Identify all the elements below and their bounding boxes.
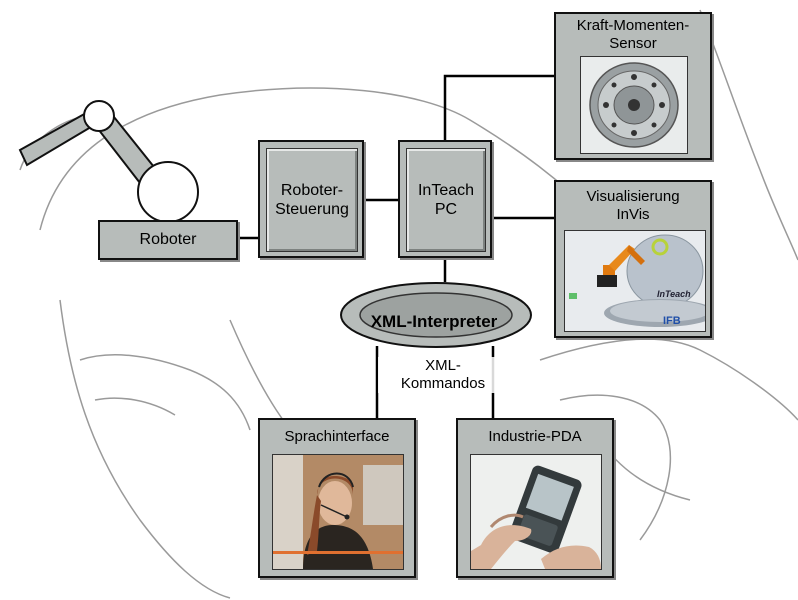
force-sensor-photo — [580, 56, 688, 154]
speech-interface-node: Sprachinterface — [258, 418, 416, 578]
visualization-screenshot: InTeach IFB — [564, 230, 706, 332]
visualization-brand: InTeach — [657, 289, 691, 299]
robot-node: Roboter — [98, 220, 238, 260]
visualization-label: Visualisierung InVis — [586, 188, 680, 223]
visualization-logo: IFB — [663, 315, 681, 327]
robot-drawing — [18, 100, 199, 223]
speech-interface-label: Sprachinterface — [284, 428, 390, 445]
industrial-pda-label: Industrie-PDA — [488, 428, 582, 445]
industrial-pda-node: Industrie-PDA — [456, 418, 614, 578]
force-sensor-label: Kraft-Momenten- Sensor — [576, 17, 690, 52]
background-sketch — [19, 9, 798, 599]
robot-control-node: Roboter- Steuerung — [258, 140, 364, 258]
pda-in-hands-image — [471, 455, 601, 569]
robot-label: Roboter — [139, 231, 197, 248]
industrial-pda-photo — [470, 454, 602, 570]
sensor-image — [589, 62, 679, 148]
speech-interface-photo — [272, 454, 404, 570]
xml-interpreter-node — [340, 282, 532, 348]
visualization-scene — [565, 231, 705, 331]
visualization-node: Visualisierung InVis InTeach IFB — [554, 180, 712, 338]
xml-interpreter-label: XML-Interpreter — [370, 312, 498, 331]
edge-pc-sensor — [443, 74, 554, 140]
force-sensor-node: Kraft-Momenten- Sensor — [554, 12, 712, 160]
xml-commands-label: XML- Kommandos — [378, 357, 508, 393]
person-headset-image — [273, 455, 403, 569]
inteach-pc-label: InTeach PC — [406, 148, 486, 252]
inteach-pc-node: InTeach PC — [398, 140, 492, 258]
robot-control-label: Roboter- Steuerung — [266, 148, 358, 252]
